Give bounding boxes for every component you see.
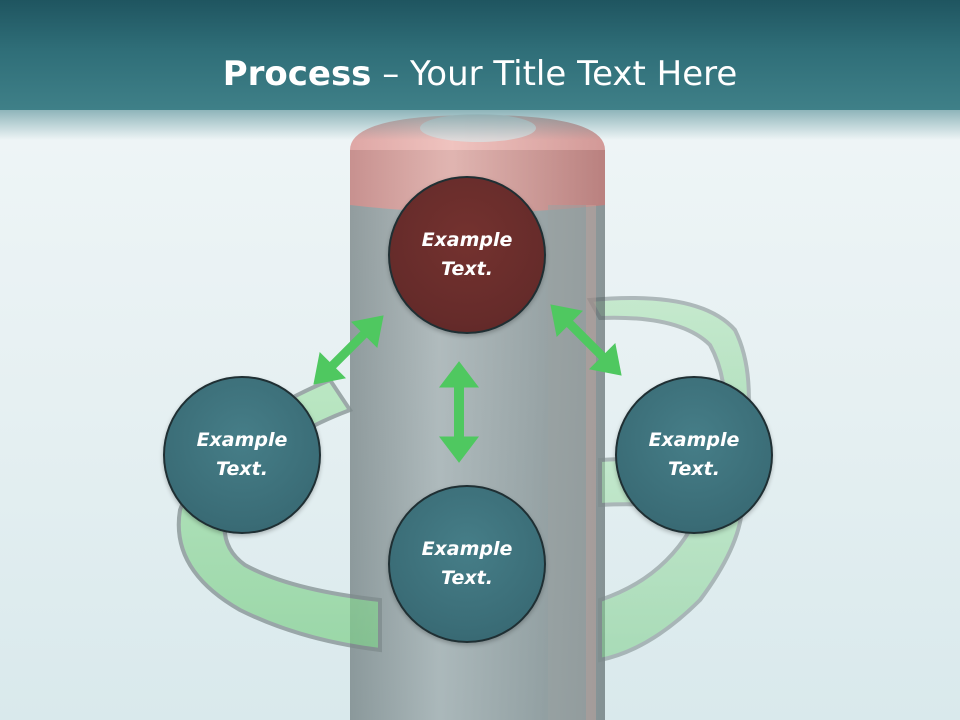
- node-bottom[interactable]: Example Text.: [388, 485, 546, 643]
- arrow-top-left: [313, 315, 384, 385]
- node-left-label: Example Text.: [196, 429, 288, 480]
- node-right-label: Example Text.: [648, 429, 740, 480]
- battery-color-stripe: [586, 205, 596, 720]
- node-left[interactable]: Example Text.: [163, 376, 321, 534]
- title-bar-fade: [0, 110, 960, 140]
- node-right[interactable]: Example Text.: [615, 376, 773, 534]
- arrow-vertical: [438, 361, 480, 463]
- title-bold: Process: [222, 54, 372, 94]
- arrow-top-right: [550, 304, 622, 376]
- node-bottom-label: Example Text.: [421, 538, 513, 589]
- slide-title: Process – Your Title Text Here: [0, 52, 960, 96]
- node-top-label: Example Text.: [421, 229, 513, 280]
- node-top[interactable]: Example Text.: [388, 176, 546, 334]
- title-bar: [0, 0, 960, 110]
- title-rest: – Your Title Text Here: [371, 54, 738, 94]
- battery-label-stripe: [548, 205, 586, 720]
